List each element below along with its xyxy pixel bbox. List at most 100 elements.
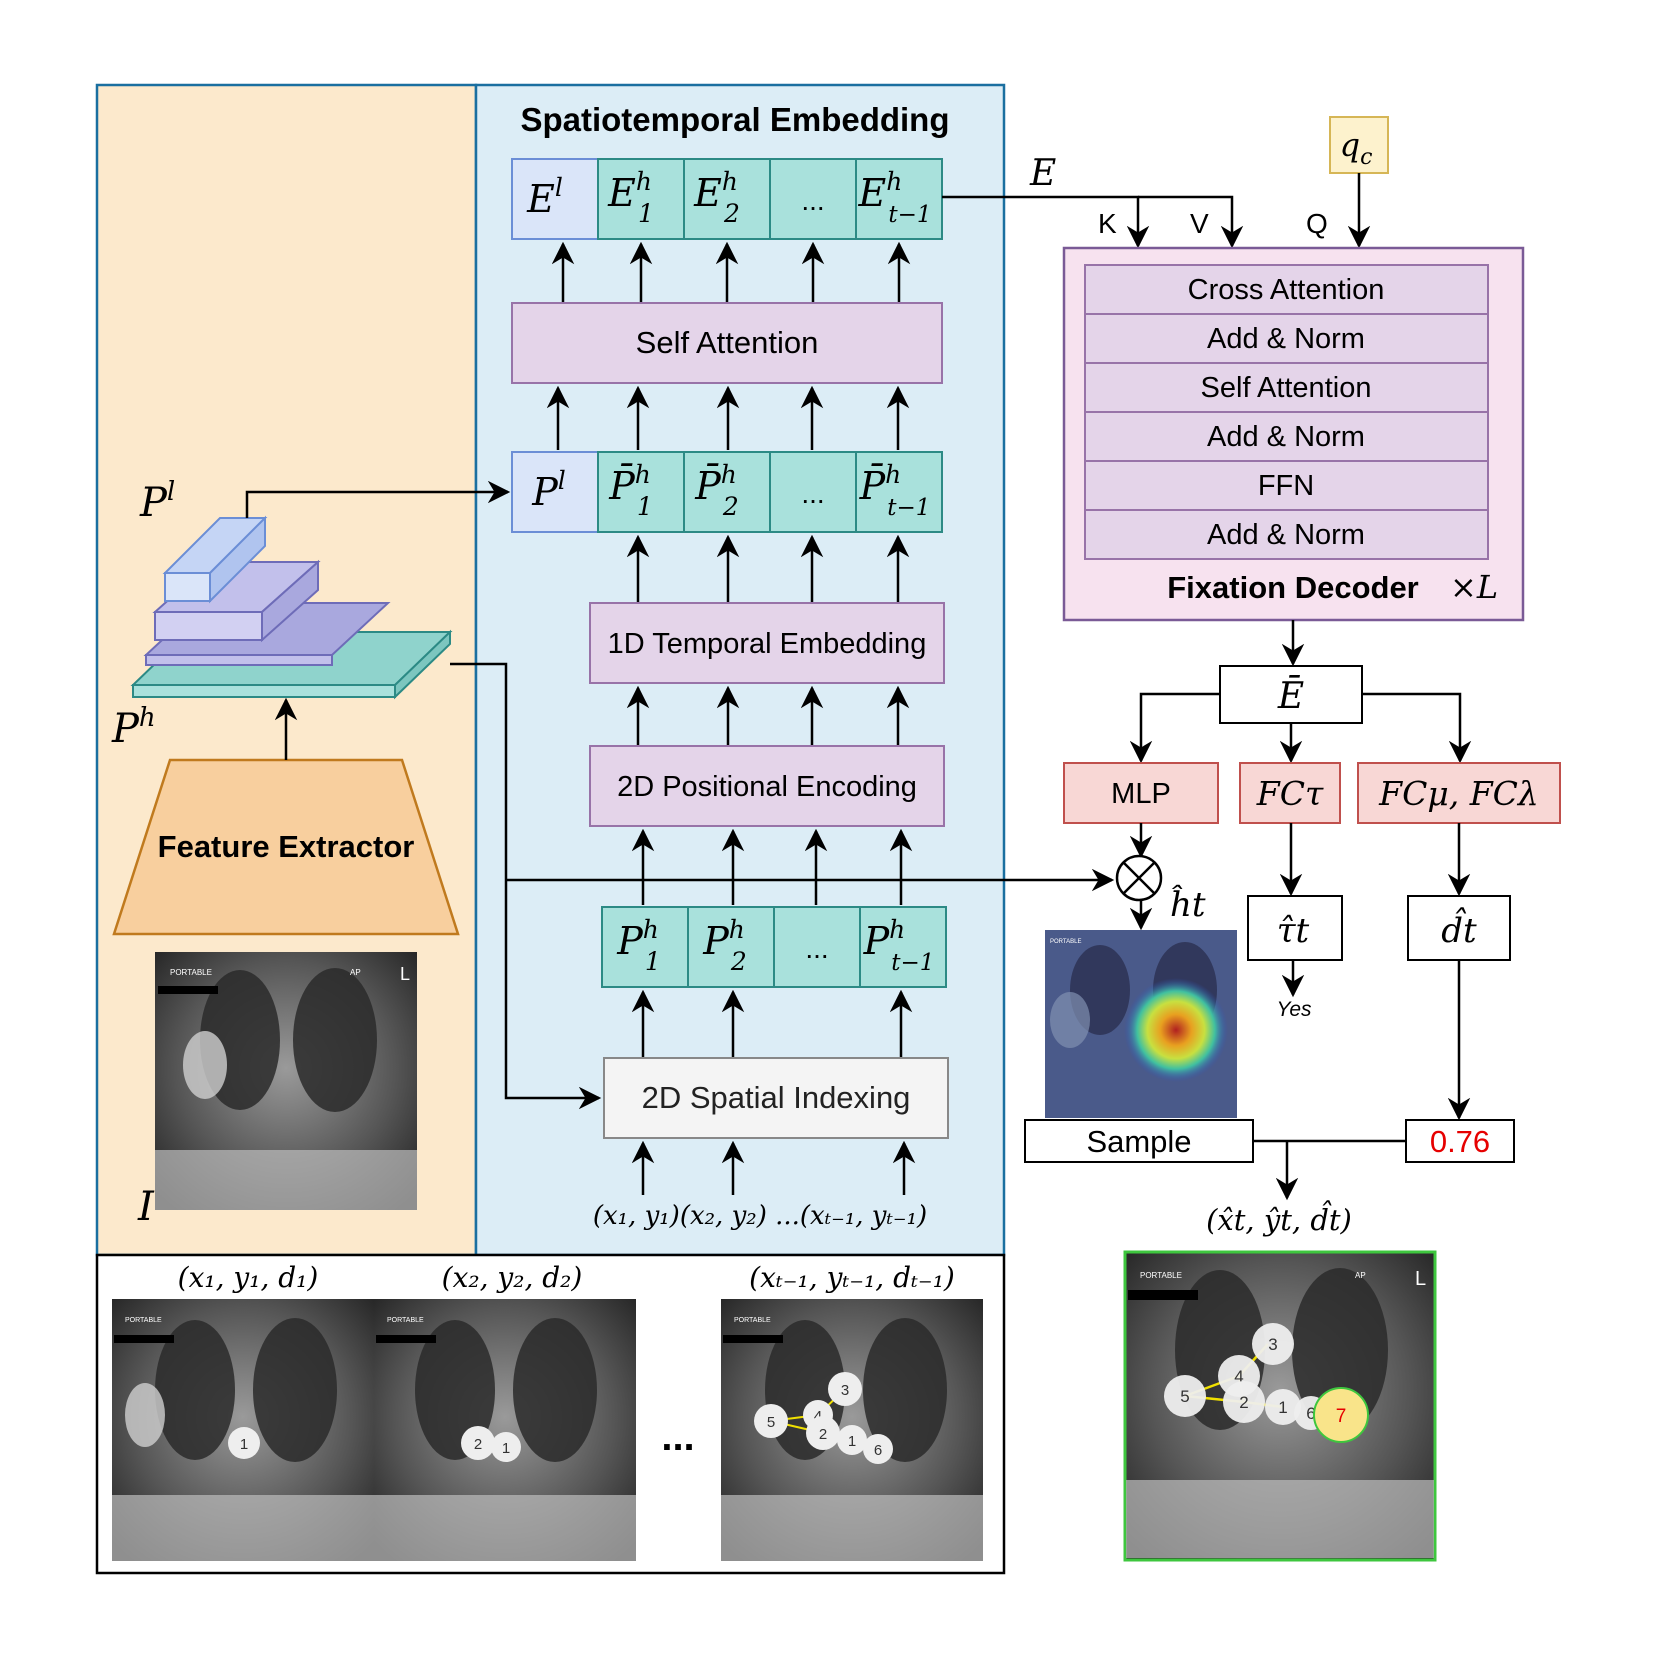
k-label: K (1098, 208, 1117, 239)
svg-text:4: 4 (814, 1408, 822, 1425)
svg-text:2: 2 (474, 1436, 482, 1453)
history-image-2: PORTABLE 2 1 (374, 1299, 636, 1561)
sample-box (1024, 1119, 1254, 1163)
spatiotemporal-title: Spatiotemporal Embedding (520, 101, 949, 138)
decoder-layer-1: Add & Norm (1207, 323, 1365, 355)
svg-text:L: L (400, 964, 410, 984)
ebar-label: Ē (1277, 676, 1304, 717)
pbar-cell-0: Pl (531, 466, 566, 514)
ebar-box (1219, 665, 1363, 724)
duration-value: 0.76 (1430, 1124, 1490, 1159)
d-hat-box (1407, 895, 1511, 961)
mlp-label: MLP (1111, 778, 1171, 810)
input-xray-image: PORTABLE AP L (155, 952, 417, 1210)
embed-cell-0: El (526, 173, 563, 221)
image-label: I (137, 1184, 155, 1230)
to-fcmu-arrow (1362, 692, 1472, 764)
output-label: (x̂t, ŷt, d̂t) (1206, 1200, 1352, 1237)
svg-text:1: 1 (848, 1433, 856, 1450)
svg-text:5: 5 (767, 1414, 775, 1431)
svg-text:PORTABLE: PORTABLE (1050, 939, 1081, 945)
svg-text:PORTABLE: PORTABLE (170, 968, 212, 977)
history-image-3: PORTABLE 5 4 3 2 1 6 (721, 1299, 983, 1561)
svg-text:2: 2 (1239, 1393, 1248, 1412)
history-label-0: (x₁, y₁, d₁) (178, 1261, 319, 1294)
duration-value-box (1405, 1119, 1515, 1163)
decoder-times-l: ×L (1450, 568, 1498, 606)
q-label: Q (1306, 208, 1328, 239)
decoder-title: Fixation Decoder (1167, 570, 1419, 605)
svg-text:3: 3 (1268, 1335, 1277, 1354)
positional-encoding-label: 2D Positional Encoding (617, 771, 917, 803)
svg-text:6: 6 (874, 1442, 882, 1459)
fcmu-box (1357, 762, 1561, 824)
pl-label: Pl (139, 477, 175, 526)
svg-text:7: 7 (1336, 1406, 1347, 1427)
history-label-2: (xₜ₋₁, yₜ₋₁, dₜ₋₁) (749, 1261, 955, 1294)
decoder-layer-4: FFN (1258, 470, 1314, 502)
tau-hat-label: τ̂t (1277, 911, 1310, 951)
pbar-cell-3: ... (801, 478, 824, 509)
svg-text:3: 3 (841, 1382, 849, 1399)
history-ellipsis: ... (661, 1415, 694, 1459)
svg-text:PORTABLE: PORTABLE (734, 1317, 771, 1324)
self-attention-label: Self Attention (636, 325, 819, 360)
spatial-indexing-box (603, 1057, 949, 1139)
history-image-1: PORTABLE 1 (112, 1299, 374, 1561)
to-mlp-arrow (1129, 692, 1220, 764)
yes-label: Yes (1276, 998, 1312, 1021)
final-prediction-image: PORTABLE AP L 5 4 3 2 1 6 7 (1123, 1250, 1437, 1562)
decoder-layers: Cross Attention Add & Norm Self Attentio… (1084, 264, 1489, 560)
svg-text:PORTABLE: PORTABLE (1140, 1271, 1182, 1280)
svg-text:PORTABLE: PORTABLE (387, 1317, 424, 1324)
h-hat-label: ĥt (1170, 884, 1206, 925)
ph-cell-2: ... (805, 933, 828, 964)
fctau-box (1239, 762, 1341, 824)
tau-hat-box (1247, 895, 1343, 961)
qc-label: qc (1340, 126, 1373, 170)
svg-text:4: 4 (1234, 1367, 1243, 1386)
svg-text:AP: AP (350, 968, 361, 977)
coordinate-inputs: (x₁, y₁)(x₂, y₂) ...(xₜ₋₁, yₜ₋₁) (593, 1201, 927, 1231)
svg-text:L: L (1415, 1268, 1426, 1290)
e-label: E (1029, 153, 1056, 194)
sample-label: Sample (1086, 1124, 1191, 1159)
pl-arrow (245, 480, 511, 518)
self-attention-box (511, 302, 943, 384)
v-label: V (1190, 208, 1209, 239)
decoder-layer-0: Cross Attention (1188, 274, 1385, 306)
temporal-embedding-label: 1D Temporal Embedding (608, 628, 927, 660)
multiply-node (1115, 854, 1163, 902)
feature-extractor-trapezoid (112, 758, 460, 936)
feature-extractor-label: Feature Extractor (158, 829, 415, 864)
svg-text:1: 1 (240, 1436, 248, 1453)
fctau-label: FCτ (1256, 774, 1324, 813)
decoder-layer-2: Self Attention (1201, 372, 1372, 404)
feature-pyramid (130, 515, 453, 700)
svg-text:1: 1 (1278, 1398, 1287, 1417)
decoder-layer-5: Add & Norm (1207, 519, 1365, 551)
heatmap-image: PORTABLE (1045, 930, 1237, 1118)
spatial-indexing-label: 2D Spatial Indexing (642, 1080, 911, 1115)
svg-text:6: 6 (1306, 1404, 1315, 1423)
qc-box (1329, 116, 1389, 174)
ph-label: Ph (111, 703, 156, 752)
d-hat-label: d̂t (1441, 908, 1477, 951)
svg-text:PORTABLE: PORTABLE (125, 1317, 162, 1324)
svg-text:1: 1 (502, 1440, 510, 1457)
fcmu-label: FCμ, FCλ (1378, 774, 1539, 813)
history-label-1: (x₂, y₂, d₂) (442, 1261, 583, 1294)
temporal-embedding-box (589, 602, 945, 684)
svg-text:AP: AP (1355, 1271, 1366, 1280)
svg-text:2: 2 (819, 1426, 827, 1443)
